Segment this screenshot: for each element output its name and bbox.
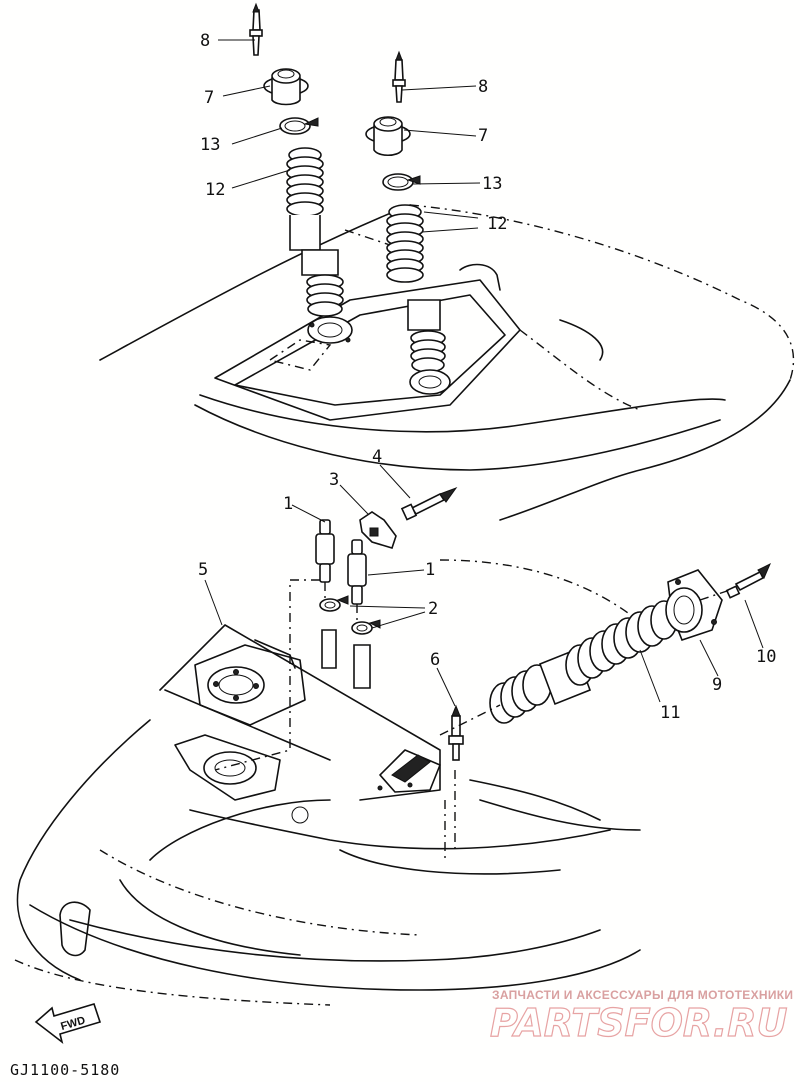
callout-4: 4 [372, 447, 382, 467]
callout-12-left: 12 [205, 180, 225, 200]
fwd-arrow-badge: FWD [34, 1003, 102, 1045]
drawing-code: GJ1100-5180 [10, 1061, 120, 1079]
callout-6: 6 [430, 650, 440, 670]
callout-7-right: 7 [478, 126, 488, 146]
watermark-logo: PARTSFOR.RU [490, 1001, 788, 1045]
duct-assembly [439, 562, 771, 860]
connector-parts [214, 486, 458, 771]
intake-plate [174, 639, 441, 824]
callout-1-left: 1 [283, 494, 293, 514]
left-vent-bellows [249, 2, 353, 344]
callout-12-right: 12 [487, 214, 507, 234]
callout-9: 9 [712, 675, 722, 695]
callout-11: 11 [660, 703, 680, 723]
callout-13-right: 13 [482, 174, 502, 194]
callout-1-right: 1 [425, 560, 435, 580]
callout-10: 10 [756, 647, 776, 667]
right-vent-bellows [365, 50, 451, 395]
callout-8-right: 8 [478, 77, 488, 97]
front-hull-outline [14, 559, 661, 1006]
callout-labels: 8 7 13 12 8 7 13 12 4 3 1 1 2 5 6 11 9 1… [198, 31, 776, 723]
callout-2: 2 [428, 599, 438, 619]
callout-13-left: 13 [200, 135, 220, 155]
callout-3: 3 [329, 470, 339, 490]
callout-5: 5 [198, 560, 208, 580]
watermark-tagline: ЗАПЧАСТИ И АКСЕССУАРЫ ДЛЯ МОТОТЕХНИКИ [492, 988, 793, 1002]
watermark: ЗАПЧАСТИ И АКСЕССУАРЫ ДЛЯ МОТОТЕХНИКИ PA… [489, 988, 793, 1046]
deck-outline [99, 204, 795, 521]
leader-lines [204, 39, 764, 707]
callout-8-left: 8 [200, 31, 210, 51]
callout-7-left: 7 [204, 88, 214, 108]
